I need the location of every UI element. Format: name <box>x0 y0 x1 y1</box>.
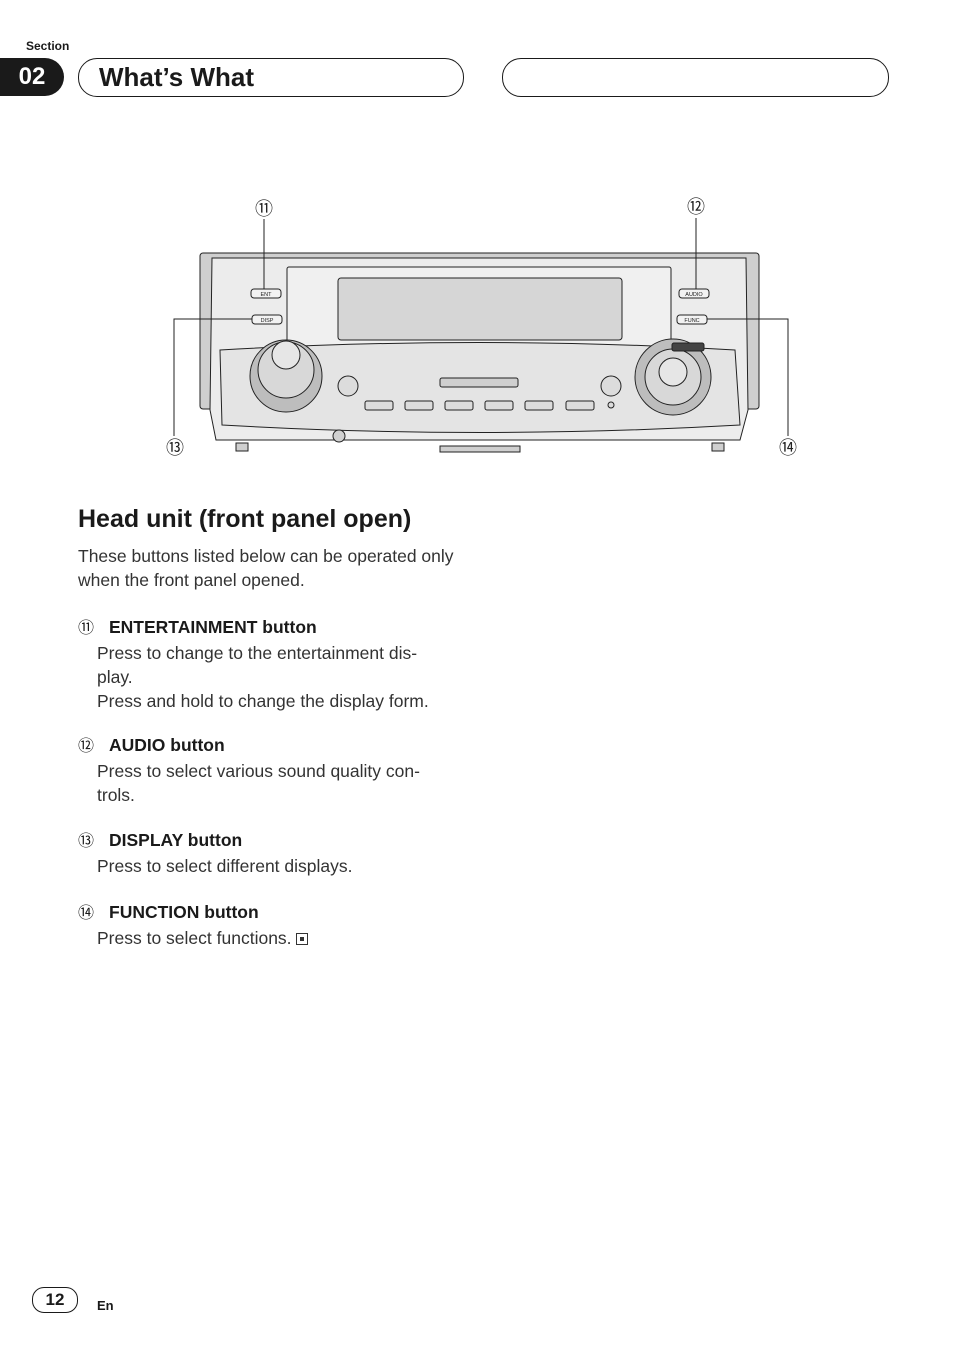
section-title-box: What’s What <box>78 58 464 97</box>
item-title: DISPLAY button <box>109 830 243 850</box>
ent-button-label: ENT <box>261 292 273 298</box>
end-of-section-icon <box>295 933 308 945</box>
item-title: AUDIO button <box>109 735 225 755</box>
page-heading: Head unit (front panel open) <box>78 505 412 533</box>
list-item: ⑫ AUDIO button Press to select various so… <box>78 733 468 807</box>
small-round-button-left <box>337 375 359 397</box>
item-number: ⑭ <box>78 905 95 922</box>
callout-12: ⑫ <box>687 197 705 218</box>
item-description: Press to select functions. <box>97 928 292 948</box>
item-number: ⑪ <box>78 620 95 637</box>
list-item: ⑬ DISPLAY button Press to select differen… <box>78 828 468 878</box>
item-title: ENTERTAINMENT button <box>109 617 317 637</box>
aux-jack <box>332 429 346 443</box>
disp-button-label: DISP <box>261 318 274 324</box>
func-button-label: FUNC <box>684 318 699 324</box>
audio-button <box>678 288 710 299</box>
item-number: ⑬ <box>78 833 95 850</box>
section-label: Section <box>26 39 70 53</box>
head-unit-illustration: ENT DISP AUDIO FUNC ⑪ ⑫ ⑬ ⑭ <box>166 197 797 459</box>
callout-line-13 <box>173 318 252 436</box>
audio-button-label: AUDIO <box>685 292 703 298</box>
section-title: What’s What <box>99 62 255 92</box>
ent-button <box>250 288 282 299</box>
item-description: Press to select various sound quality co… <box>97 761 420 805</box>
callout-14: ⑭ <box>779 438 797 459</box>
center-slot <box>439 377 519 388</box>
language-label: En <box>97 1298 114 1313</box>
item-number: ⑫ <box>78 738 95 755</box>
item-title: FUNCTION button <box>109 902 259 922</box>
section-number-badge: 02 <box>0 58 64 96</box>
item-description: Press to change to the entertainment dis… <box>97 643 429 711</box>
callout-line-14 <box>707 318 789 436</box>
item-description: Press to select different displays. <box>97 856 353 876</box>
section-subtitle-box <box>502 58 889 97</box>
list-item: ⑪ ENTERTAINMENT button Press to change to… <box>78 615 468 713</box>
intro-text: These buttons listed below can be operat… <box>78 546 454 590</box>
callout-11: ⑪ <box>255 199 273 220</box>
display-window <box>337 277 623 341</box>
page-number: 12 <box>32 1287 78 1313</box>
small-round-button-right <box>600 375 622 397</box>
callout-13: ⑬ <box>166 438 184 459</box>
list-item: ⑭ FUNCTION button Press to select functio… <box>78 900 468 950</box>
